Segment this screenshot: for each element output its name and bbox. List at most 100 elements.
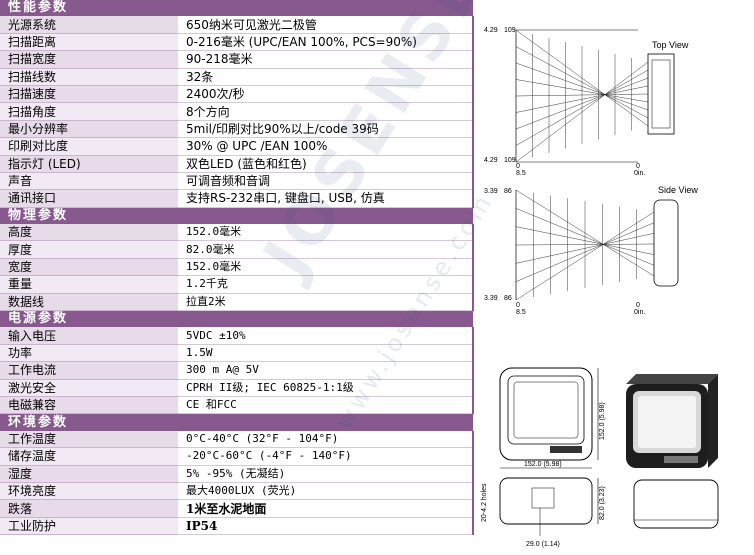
spec-value: 0°C-40°C (32°F - 104°F) — [178, 430, 474, 449]
spec-value: 5VDC ±10% — [178, 327, 474, 345]
side-upper-cm: 3.39 — [484, 188, 498, 195]
section-title: 物理参数 — [0, 207, 178, 225]
side-axis-85: 8.5 — [516, 309, 526, 316]
spec-label: 跌落 — [0, 499, 178, 518]
spec-label: 扫描速度 — [0, 85, 178, 104]
spec-value: 152.0毫米 — [178, 224, 474, 242]
spec-label: 工作温度 — [0, 430, 178, 449]
spec-value: 支持RS-232串口, 键盘口, USB, 仿真 — [178, 189, 474, 208]
section-header: 物理参数 — [0, 207, 473, 225]
section-header-fill — [178, 0, 473, 17]
top-end-0: 0 — [636, 163, 640, 170]
front-width-label: 152.0 (5.98) — [524, 461, 562, 468]
section-header: 环境参数 — [0, 413, 473, 431]
spec-label: 工作电流 — [0, 361, 178, 380]
spec-value: 双色LED (蓝色和红色) — [178, 155, 474, 173]
spec-label: 声音 — [0, 172, 178, 191]
spec-label: 宽度 — [0, 258, 178, 277]
spec-row: 数据线拉直2米 — [0, 293, 474, 312]
section-title: 环境参数 — [0, 413, 178, 431]
top-view-title: Top View — [652, 40, 689, 50]
spec-value: 1.2千克 — [178, 275, 474, 294]
product-render — [626, 374, 719, 529]
side-axis-0: 0 — [516, 302, 520, 309]
holes-label: 20-4.2 holes — [481, 483, 488, 522]
spec-row: 通讯接口支持RS-232串口, 键盘口, USB, 仿真 — [0, 189, 474, 208]
side-end-unit: 0in. — [634, 309, 645, 316]
spec-value: 8个方向 — [178, 102, 474, 121]
spec-value: 拉直2米 — [178, 293, 474, 312]
spec-value: 1米至水泥地面 — [178, 499, 474, 518]
spec-value: IP54 — [178, 517, 474, 536]
spec-row: 声音可调音频和音调 — [0, 172, 474, 191]
top-view-diagram: Top View 4.29 109 4.29 109 0 8.5 0 0in. — [484, 27, 689, 177]
spec-value: 可调音频和音调 — [178, 172, 474, 191]
side-lower-cm: 3.39 — [484, 295, 498, 302]
section-header: 性能参数 — [0, 0, 473, 17]
top-upper-in: 109 — [504, 27, 516, 34]
spec-label: 指示灯 (LED) — [0, 155, 178, 173]
side-view-diagram: Side View 3.39 86 3.39 86 0 8.5 0 0in. — [484, 185, 698, 316]
spec-value: -20°C-60°C (-4°F - 140°F) — [178, 447, 474, 466]
spec-label: 工业防护 — [0, 517, 178, 536]
spec-value: 1.5W — [178, 344, 474, 363]
section-title: 电源参数 — [0, 310, 178, 328]
spec-label: 扫描角度 — [0, 102, 178, 121]
spec-label: 数据线 — [0, 293, 178, 312]
side-end-0: 0 — [636, 302, 640, 309]
top-upper-cm: 4.29 — [484, 27, 498, 34]
spec-value: 最大4000LUX (荧光) — [178, 482, 474, 501]
spec-label: 储存温度 — [0, 447, 178, 466]
side-upper-in: 86 — [504, 188, 512, 195]
spec-label: 最小分辨率 — [0, 120, 178, 139]
section-header-fill — [178, 413, 473, 431]
spec-label: 输入电压 — [0, 327, 178, 345]
spec-label: 印刷对比度 — [0, 137, 178, 156]
front-height-label: 152.0 (5.98) — [599, 402, 606, 440]
spec-value: 0-216毫米 (UPC/EAN 100%, PCS=90%) — [178, 33, 474, 52]
top-end-unit: 0in. — [634, 170, 645, 177]
spec-value: 300 m A@ 5V — [178, 361, 474, 380]
section-header-fill — [178, 310, 473, 328]
front-view-drawing: 152.0 (5.98) 152.0 (5.98) — [499, 367, 606, 469]
spec-value: 32条 — [178, 68, 474, 86]
spec-label: 环境亮度 — [0, 482, 178, 501]
spec-label: 厚度 — [0, 240, 178, 259]
spec-value: 5mil/印刷对比90%以上/code 39码 — [178, 120, 474, 139]
spec-value: 152.0毫米 — [178, 258, 474, 277]
spec-label: 湿度 — [0, 465, 178, 483]
top-lower-cm: 4.29 — [484, 157, 498, 164]
spec-value: 5% -95% (无凝结) — [178, 465, 474, 483]
spec-value: 90-218毫米 — [178, 50, 474, 69]
spec-label: 光源系统 — [0, 16, 178, 34]
front-brand-badge — [550, 446, 582, 453]
spec-label: 功率 — [0, 344, 178, 363]
spec-value: CPRH II级; IEC 60825-1:1级 — [178, 379, 474, 397]
spec-label: 扫描线数 — [0, 68, 178, 86]
spec-value: 2400次/秒 — [178, 85, 474, 104]
top-axis-0: 0 — [516, 163, 520, 170]
spec-label: 重量 — [0, 275, 178, 294]
bottom-view-drawing: 29.0 (1.14) 20-4.2 holes 82.0 (3.23) — [481, 477, 606, 548]
bottom-dim-label: 29.0 (1.14) — [526, 541, 560, 548]
spec-value: 30% @ UPC /EAN 100% — [178, 137, 474, 156]
top-lower-in: 109 — [504, 157, 516, 164]
